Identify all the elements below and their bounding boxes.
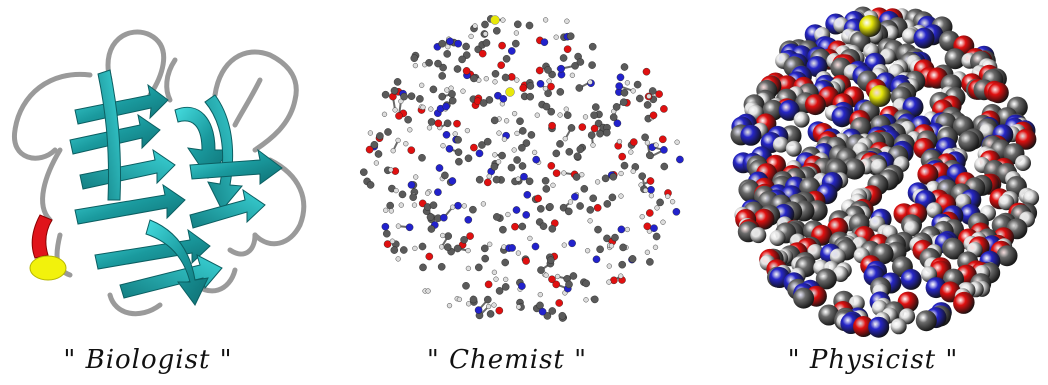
atom-set [359, 15, 684, 322]
loop-region [12, 29, 307, 317]
space-filling-image [730, 6, 1040, 338]
caption-biologist: " Biologist " [63, 345, 233, 375]
caption-physicist: " Physicist " [787, 345, 959, 375]
beta-sheet-right [174, 94, 283, 211]
caption-chemist: " Chemist " [426, 345, 588, 375]
space-filling-atoms [730, 6, 1040, 338]
helix-highlight [29, 214, 67, 281]
ribbon-diagram-image [12, 29, 307, 317]
beta-sheet-left [69, 69, 186, 225]
ball-and-stick-image [359, 15, 684, 322]
beta-sheet-bottom [94, 188, 266, 306]
